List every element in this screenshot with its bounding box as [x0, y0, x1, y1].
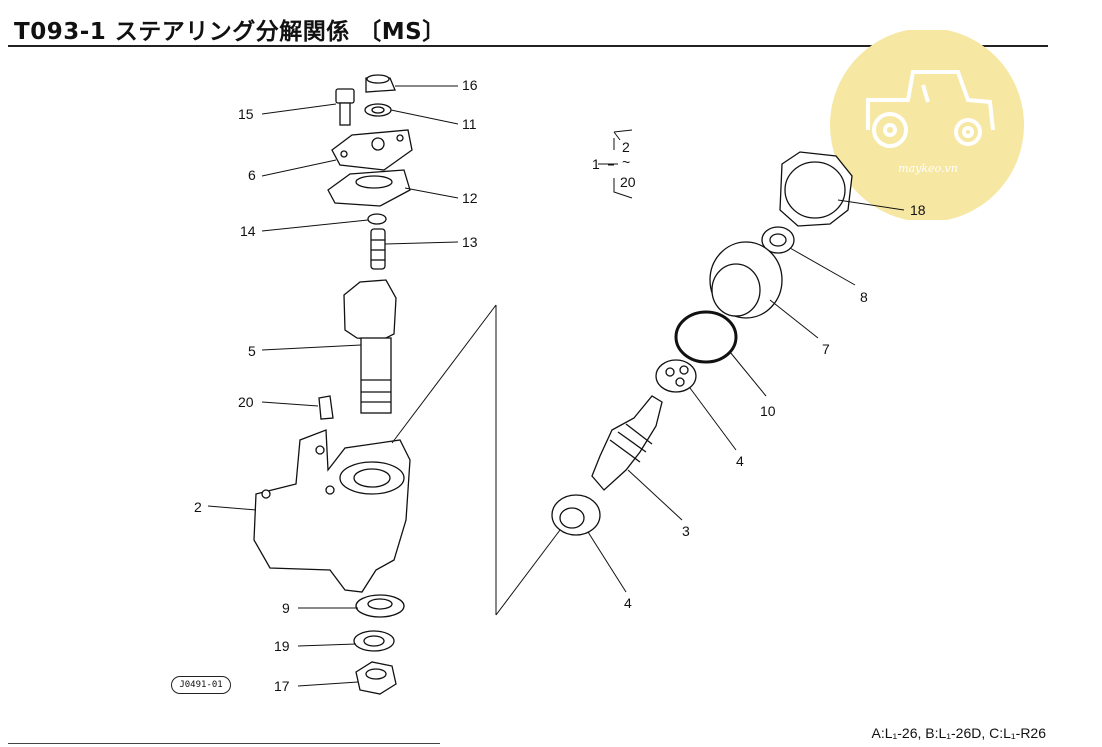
- callout-15: 15: [238, 106, 254, 122]
- callout-11: 11: [462, 116, 477, 132]
- group-parent: 1: [592, 156, 600, 172]
- group-member-last: 20: [620, 174, 636, 190]
- callout-5: 5: [248, 343, 256, 359]
- page-title: T093-1 ステアリング分解関係 〔MS〕: [14, 19, 446, 45]
- model-footer: A:L₁-26, B:L₁-26D, C:L₁-R26: [871, 725, 1046, 741]
- callout-6: 6: [248, 167, 256, 183]
- callout-17: 17: [274, 678, 290, 694]
- callout-8: 8: [860, 289, 868, 305]
- leader-4-upper: [689, 387, 737, 451]
- group-range-mark: ~: [622, 154, 630, 170]
- leader-8: [789, 247, 856, 286]
- title-divider: [8, 45, 1048, 47]
- callout-7: 7: [822, 341, 830, 357]
- leader-5: [261, 344, 362, 351]
- callout-14: 14: [240, 223, 256, 239]
- leader-6: [261, 159, 337, 177]
- leader-2: [207, 505, 257, 511]
- bottom-divider: [8, 743, 440, 744]
- callout-10: 10: [760, 403, 776, 419]
- callout-16: 16: [462, 77, 478, 93]
- part-6-plate: [331, 129, 413, 171]
- callout-9: 9: [282, 600, 290, 616]
- leader-11: [390, 109, 459, 125]
- callout-13: 13: [462, 234, 478, 250]
- leader-12: [404, 187, 459, 199]
- part-15-bolt-shank: [339, 102, 351, 126]
- tractor-logo-icon: maykeo.vn: [830, 30, 1024, 220]
- figure-code: J0491-01: [171, 676, 231, 694]
- callout-4-upper: 4: [736, 453, 744, 469]
- watermark-text: maykeo.vn: [898, 162, 958, 175]
- callout-2: 2: [194, 499, 202, 515]
- part-5-shaft-head: [343, 279, 397, 341]
- callout-12: 12: [462, 190, 478, 206]
- part-20-plug: [318, 395, 334, 420]
- part-15-bolt: [335, 88, 355, 104]
- part-3-worm-shaft: [591, 395, 663, 491]
- leader-14: [261, 219, 369, 232]
- callout-20: 20: [238, 394, 254, 410]
- part-4-bearing-upper: [655, 359, 697, 393]
- leader-20: [261, 401, 319, 407]
- leader-13: [384, 241, 459, 245]
- leader-10: [729, 351, 767, 397]
- leader-3: [627, 469, 683, 521]
- group-member-first: 2: [622, 139, 630, 155]
- leader-18: [837, 199, 905, 211]
- leader-19: [297, 643, 357, 647]
- leader-4-lower: [587, 531, 627, 593]
- part-14-ring: [367, 213, 387, 225]
- part-13-screw: [370, 228, 386, 270]
- leader-17: [297, 681, 359, 687]
- callout-3: 3: [682, 523, 690, 539]
- callout-19: 19: [274, 638, 290, 654]
- leader-15: [261, 103, 337, 115]
- part-10-o-ring: [674, 310, 738, 364]
- leader-7: [769, 299, 819, 339]
- part-5-shaft-body: [360, 337, 392, 414]
- callout-18: 18: [910, 202, 926, 218]
- part-2-housing: [253, 429, 411, 593]
- callout-4-lower: 4: [624, 595, 632, 611]
